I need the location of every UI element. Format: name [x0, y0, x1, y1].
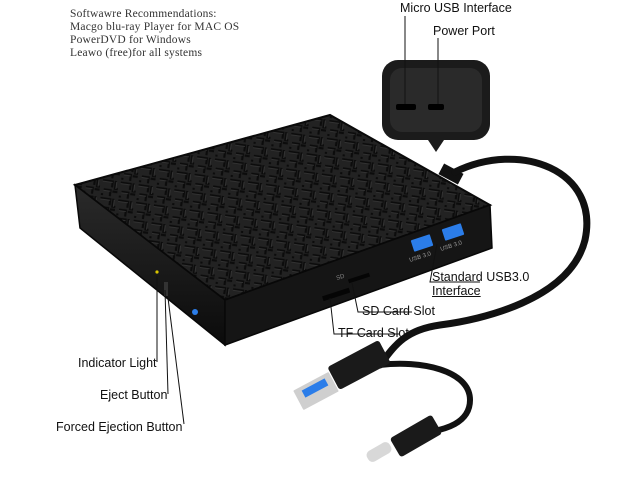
tf-slot-label: TF Card Slot — [338, 326, 409, 340]
typec-cable — [377, 360, 474, 435]
leader-lines — [156, 16, 480, 425]
usb-c-plug — [366, 415, 442, 462]
sd-slot-label: SD Card Slot — [362, 304, 435, 318]
usb3-label-line2: Interface — [432, 284, 481, 298]
recommendation-line: Leawo (free)for all systems — [70, 47, 203, 59]
usb3-ports — [410, 223, 465, 252]
sd-slot — [347, 272, 371, 284]
recommendation-line: Macgo blu-ray Player for MAC OS — [70, 21, 240, 33]
recommendations-heading: Softwawre Recommendations: — [70, 8, 217, 20]
blu-ray-logo-mark — [192, 309, 198, 315]
tf-slot — [322, 287, 351, 302]
usb-a-plug — [293, 340, 390, 410]
power-port-label: Power Port — [433, 24, 495, 38]
sd-mark: SD — [336, 273, 346, 281]
main-cable — [376, 155, 591, 369]
port-closeup-inset — [382, 60, 490, 152]
recommendation-line: PowerDVD for Windows — [70, 34, 191, 46]
eject-button-label: Eject Button — [100, 388, 168, 402]
indicator-light — [155, 270, 159, 274]
forced-eject-label: Forced Ejection Button — [56, 420, 183, 434]
software-recommendations: Softwawre Recommendations: Macgo blu-ray… — [70, 8, 239, 60]
indicator-light-label: Indicator Light — [78, 356, 157, 370]
eject-button — [164, 282, 168, 296]
micro-usb-label: Micro USB Interface — [400, 1, 512, 15]
usb3-label-line1: Standard USB3.0 — [432, 270, 530, 284]
